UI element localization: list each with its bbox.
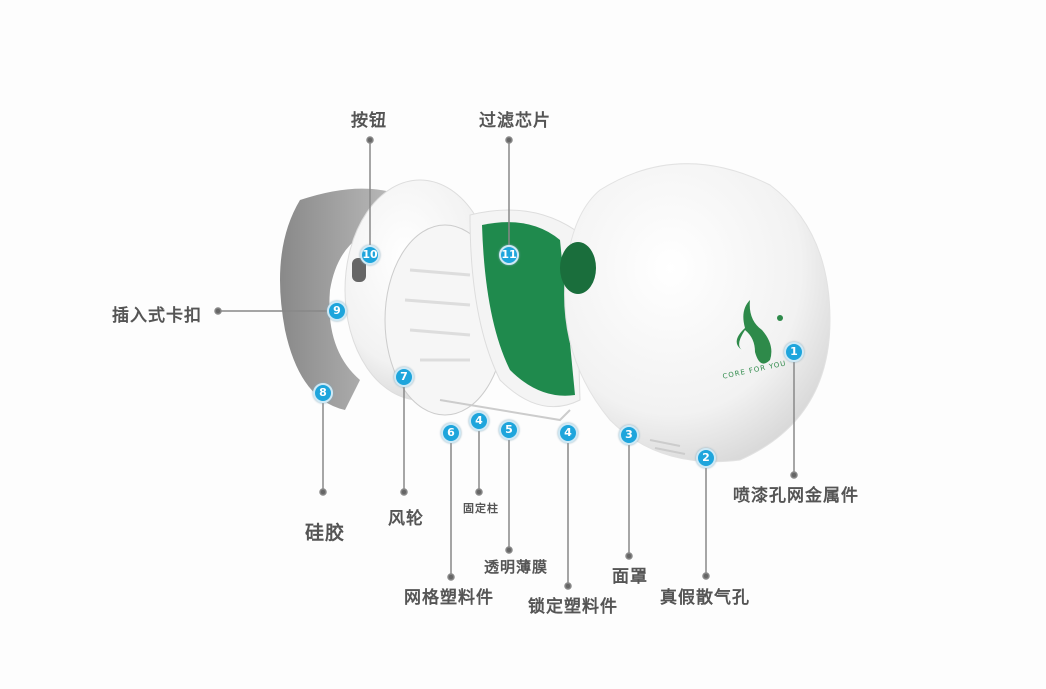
- callout-badge-3: 3: [619, 425, 639, 445]
- callout-badge-9: 9: [327, 301, 347, 321]
- callout-badge-2: 2: [696, 448, 716, 468]
- label-clear-film: 透明薄膜: [484, 558, 549, 576]
- label-button: 按钮: [351, 111, 387, 131]
- face-mask-shell: [564, 163, 831, 463]
- label-clip: 插入式卡扣: [112, 306, 202, 326]
- brand-logo: [736, 300, 783, 364]
- label-silicone: 硅胶: [305, 522, 346, 544]
- callout-badge-10: 10: [360, 245, 380, 265]
- label-metal-mesh: 喷漆孔网金属件: [733, 486, 859, 506]
- label-fixing-post: 固定柱: [463, 502, 499, 515]
- callout-badge-8: 8: [313, 383, 333, 403]
- label-lock-part: 锁定塑料件: [528, 597, 618, 617]
- button-part: [352, 258, 366, 282]
- callout-badge-4-lock: 4: [558, 423, 578, 443]
- callout-badge-1: 1: [784, 342, 804, 362]
- callout-badge-5: 5: [499, 420, 519, 440]
- silicone-seal: [280, 188, 400, 410]
- callout-badge-4-post: 4: [469, 411, 489, 431]
- callout-badge-7: 7: [394, 367, 414, 387]
- filter-chip: [482, 222, 575, 396]
- leader-lines: [214, 136, 798, 590]
- label-vent-holes: 真假散气孔: [660, 588, 750, 608]
- callout-badge-11: 11: [499, 245, 519, 265]
- label-grid-part: 网格塑料件: [404, 588, 494, 608]
- callout-badge-6: 6: [441, 423, 461, 443]
- label-fan: 风轮: [388, 509, 424, 529]
- label-face-shell: 面罩: [612, 567, 648, 587]
- label-filter-chip: 过滤芯片: [479, 111, 551, 131]
